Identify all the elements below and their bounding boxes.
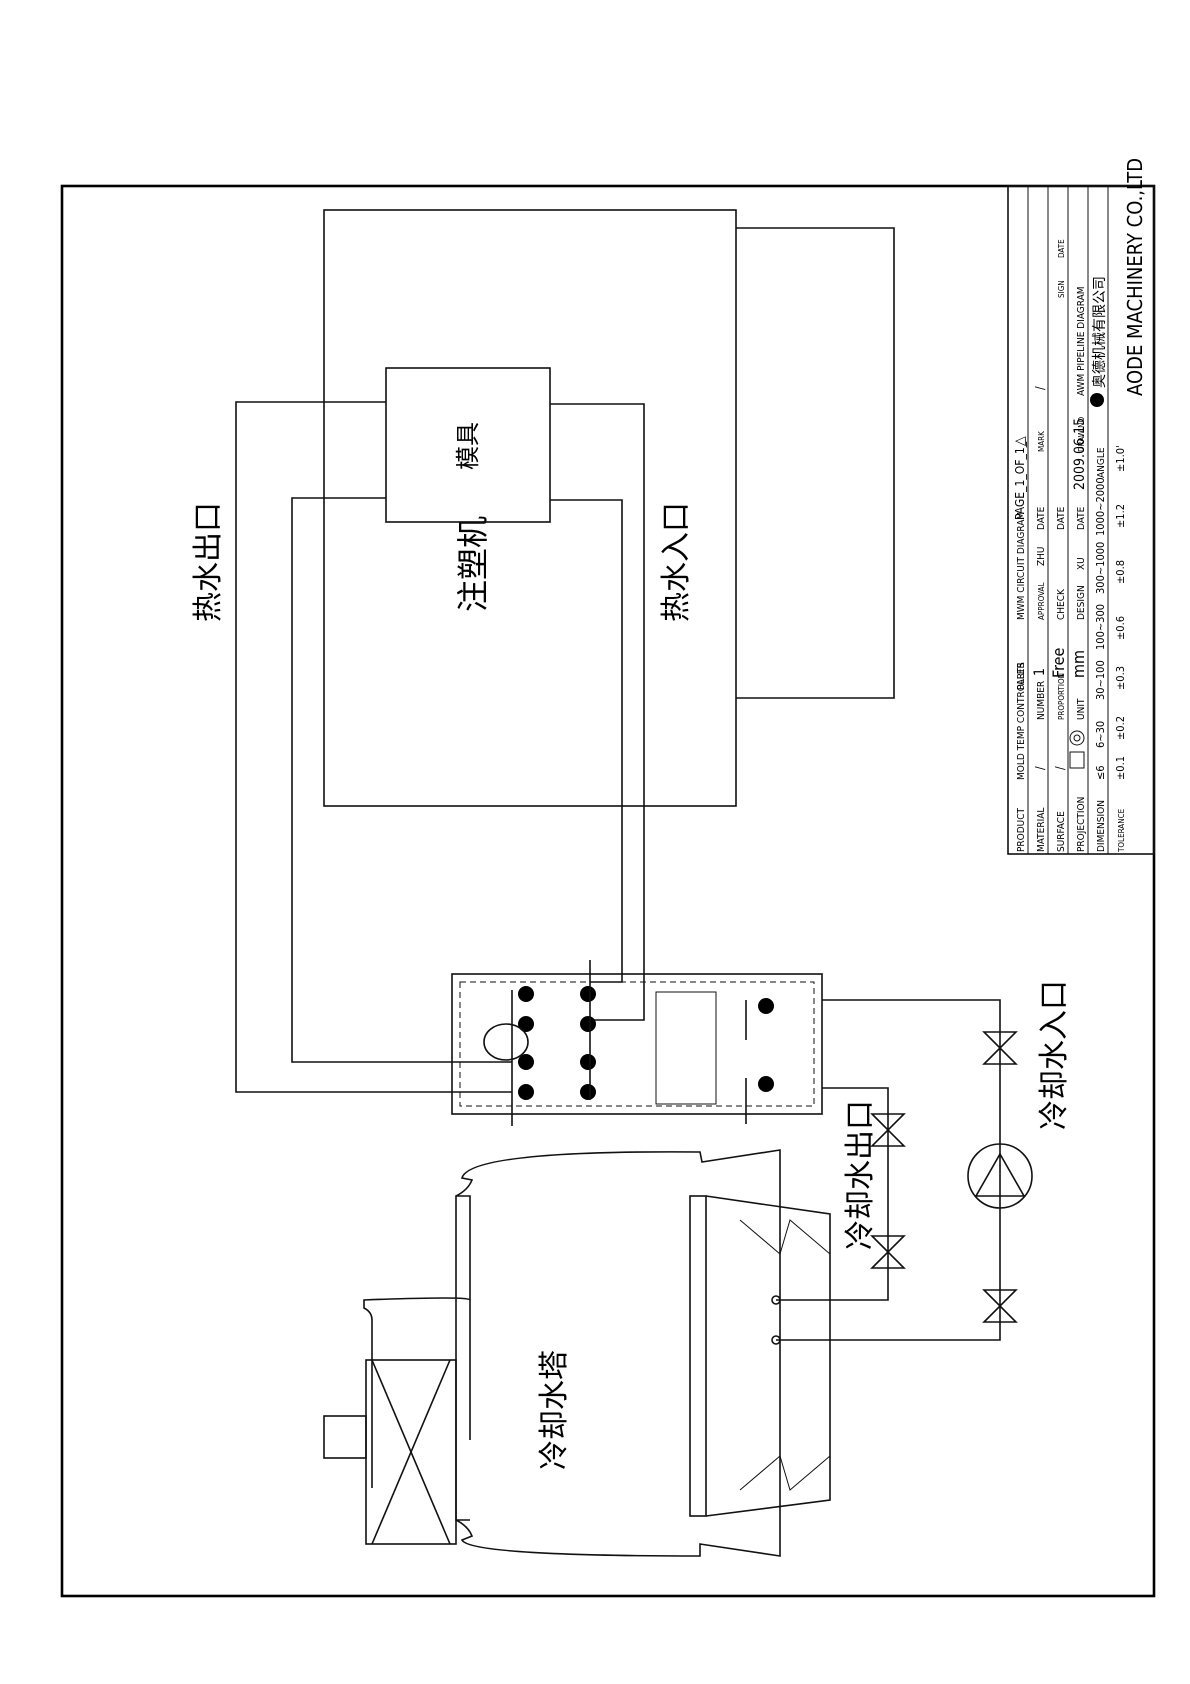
tb-tol-2: ±0.2 — [1114, 716, 1127, 740]
tb-dim-5: 300~1000 — [1094, 542, 1107, 594]
hot-water-outlet-label: 热水出口 — [191, 502, 226, 622]
tb-tol-4: ±0.6 — [1114, 616, 1127, 640]
tb-dim-3: 30~100 — [1094, 660, 1107, 700]
tb-parts: PARTS — [1016, 662, 1027, 690]
hot-water-inlet-label: 热水入口 — [659, 502, 694, 622]
tb-tol-3: ±0.3 — [1114, 666, 1127, 690]
controller-valves — [483, 960, 774, 1126]
mold-label: 模具 — [454, 422, 482, 470]
tb-proportion-value: Free — [1049, 647, 1068, 678]
tb-design-date: DATE — [1076, 506, 1087, 530]
injection-machine-body — [323, 209, 737, 807]
tb-number-value: 1 — [1032, 668, 1048, 676]
tb-tol-6: ±1.2 — [1114, 504, 1127, 528]
tb-approval-date: DATE — [1036, 506, 1047, 530]
tb-date-value: 2009.06.15 — [1072, 418, 1088, 490]
cooling-tower — [323, 1149, 831, 1557]
tb-check-date: DATE — [1056, 506, 1067, 530]
injection-machine-label: 注塑机 — [454, 516, 492, 612]
tb-unit-value: mm — [1069, 650, 1088, 678]
cooling-water-outlet-label: 冷却水出口 — [843, 1100, 878, 1250]
valve-cooling-outlet — [870, 1113, 906, 1147]
title-block — [1007, 185, 1155, 855]
tb-approval: APPROVAL — [1037, 583, 1046, 620]
tb-revision-mark: △ — [1012, 436, 1028, 446]
tb-material-value: / — [1033, 766, 1047, 770]
tb-drawing-title: AWM PIPELINE DIAGRAM — [1076, 286, 1087, 396]
tb-design: DESIGN — [1076, 585, 1087, 620]
tb-dimension: DIMENSION — [1096, 800, 1107, 852]
tb-check: CHECK — [1056, 588, 1067, 620]
tb-unit: UNIT — [1076, 698, 1087, 720]
hot-water-inlet-pipe-1 — [550, 403, 645, 1021]
tb-material: MATERIAL — [1036, 808, 1047, 852]
tb-approval-value: ZHU — [1036, 546, 1047, 566]
tb-dim-2: 6~30 — [1094, 721, 1107, 748]
tb-tol-1: ±0.1 — [1114, 756, 1127, 780]
tb-dim-1: ≤6 — [1094, 765, 1107, 780]
tb-tol-angle: ±1.0' — [1114, 445, 1127, 472]
tb-mark: MARK — [1037, 431, 1046, 452]
tb-draw-no: DRAW NO — [1077, 417, 1086, 452]
cooling-water-inlet-pipe — [776, 999, 1001, 1341]
tb-dim-6: 1000~2000 — [1094, 477, 1107, 536]
hot-water-outlet-pipe-2 — [291, 497, 512, 1063]
tb-angle: ANGLE — [1096, 447, 1107, 478]
tb-mark-value: / — [1033, 386, 1047, 390]
tb-projection: PROJECTION — [1076, 797, 1087, 852]
hot-water-outlet-pipe-1 — [235, 401, 512, 1093]
tb-surface-value: / — [1053, 766, 1067, 770]
hot-water-inlet-pipe-2 — [550, 499, 623, 983]
tb-proportion: PROPORTION — [1057, 673, 1066, 720]
tb-dim-4: 100~300 — [1094, 604, 1107, 650]
controller-vent — [655, 991, 717, 1105]
mold-temp-controller — [451, 960, 823, 1126]
company-name-cn: 奥德机械有限公司 — [1091, 276, 1108, 388]
tb-tolerance: TOLERANCE — [1117, 808, 1126, 853]
company-logo-icon — [1090, 393, 1104, 407]
tb-number: NUMBER — [1036, 681, 1047, 720]
valve-tower-inlet — [982, 1289, 1018, 1323]
tb-parts-value: MWM CIRCUIT DIAGRAM — [1016, 512, 1027, 620]
valve-cooling-inlet — [982, 1031, 1018, 1065]
tb-tol-5: ±0.8 — [1114, 560, 1127, 584]
company-name-en: AODE MACHINERY CO.,LTD — [1123, 158, 1147, 396]
drawing-border — [60, 184, 1156, 1598]
injection-machine-back — [736, 227, 895, 699]
cooling-tower-label: 冷却水塔 — [537, 1350, 572, 1470]
tb-sign-date: DATE — [1057, 239, 1066, 258]
tb-page: PAGE_1_OF_1_ — [1013, 441, 1027, 520]
tb-surface: SURFACE — [1056, 811, 1067, 852]
tb-sign: SIGN — [1057, 280, 1066, 298]
pump-icon — [967, 1143, 1033, 1209]
tb-product-value: MOLD TEMP CONTROLLER — [1016, 662, 1027, 780]
cooling-water-inlet-label: 冷却水入口 — [1037, 980, 1072, 1130]
valve-tower-outlet — [870, 1235, 906, 1269]
tb-product: PRODUCT — [1016, 807, 1027, 852]
mold-box — [385, 367, 551, 523]
cooling-water-outlet-pipe — [776, 1087, 889, 1301]
projection-symbol-icon — [1069, 730, 1085, 769]
tb-design-value: XU — [1076, 557, 1087, 570]
